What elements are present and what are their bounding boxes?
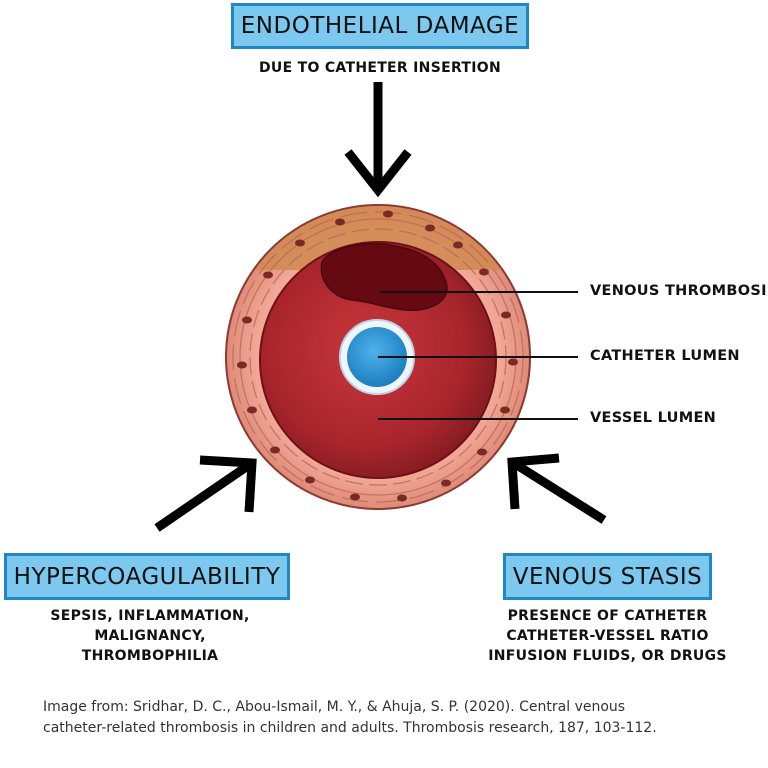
venous-stasis-box: VENOUS STASIS xyxy=(503,553,712,600)
venous-stasis-details: PRESENCE OF CATHETER CATHETER-VESSEL RAT… xyxy=(480,606,735,666)
wall-nuclei xyxy=(237,210,518,502)
arrow-left-diagonal-icon xyxy=(154,455,257,532)
endothelial-damage-subtitle: DUE TO CATHETER INSERTION xyxy=(259,60,501,76)
thrombus xyxy=(320,243,448,311)
hypercoagulability-box: HYPERCOAGULABILITY xyxy=(4,553,290,600)
arrow-right-diagonal-icon xyxy=(507,453,607,524)
hypercoagulability-line-1: SEPSIS, INFLAMMATION, xyxy=(50,608,250,624)
catheter-lumen-label: CATHETER LUMEN xyxy=(590,348,740,364)
endothelial-damage-box: ENDOTHELIAL DAMAGE xyxy=(231,3,529,49)
venous-stasis-line-3: INFUSION FLUIDS, OR DRUGS xyxy=(488,648,727,664)
caption-line-1: Image from: Sridhar, D. C., Abou-Ismail,… xyxy=(43,699,626,715)
arrow-down-icon xyxy=(344,82,412,198)
venous-stasis-line-2: CATHETER-VESSEL RATIO xyxy=(506,628,709,644)
hypercoagulability-line-3: THROMBOPHILIA xyxy=(81,648,219,664)
damaged-endothelium xyxy=(254,206,502,270)
venous-thrombosis-label: VENOUS THROMBOSIS xyxy=(590,283,768,299)
image-caption: Image from: Sridhar, D. C., Abou-Ismail,… xyxy=(43,697,743,739)
hypercoagulability-line-2: MALIGNANCY, xyxy=(94,628,206,644)
leader-lines xyxy=(378,291,578,420)
venous-stasis-line-1: PRESENCE OF CATHETER xyxy=(507,608,708,624)
venous-stasis-title: VENOUS STASIS xyxy=(512,563,703,590)
caption-line-2: catheter-related thrombosis in children … xyxy=(43,720,657,736)
vessel-lumen-label: VESSEL LUMEN xyxy=(590,410,717,426)
catheter-lumen-circle xyxy=(347,327,407,387)
hypercoagulability-title: HYPERCOAGULABILITY xyxy=(13,563,281,590)
endothelial-damage-title: ENDOTHELIAL DAMAGE xyxy=(240,13,520,39)
hypercoagulability-details: SEPSIS, INFLAMMATION, MALIGNANCY, THROMB… xyxy=(50,606,250,666)
